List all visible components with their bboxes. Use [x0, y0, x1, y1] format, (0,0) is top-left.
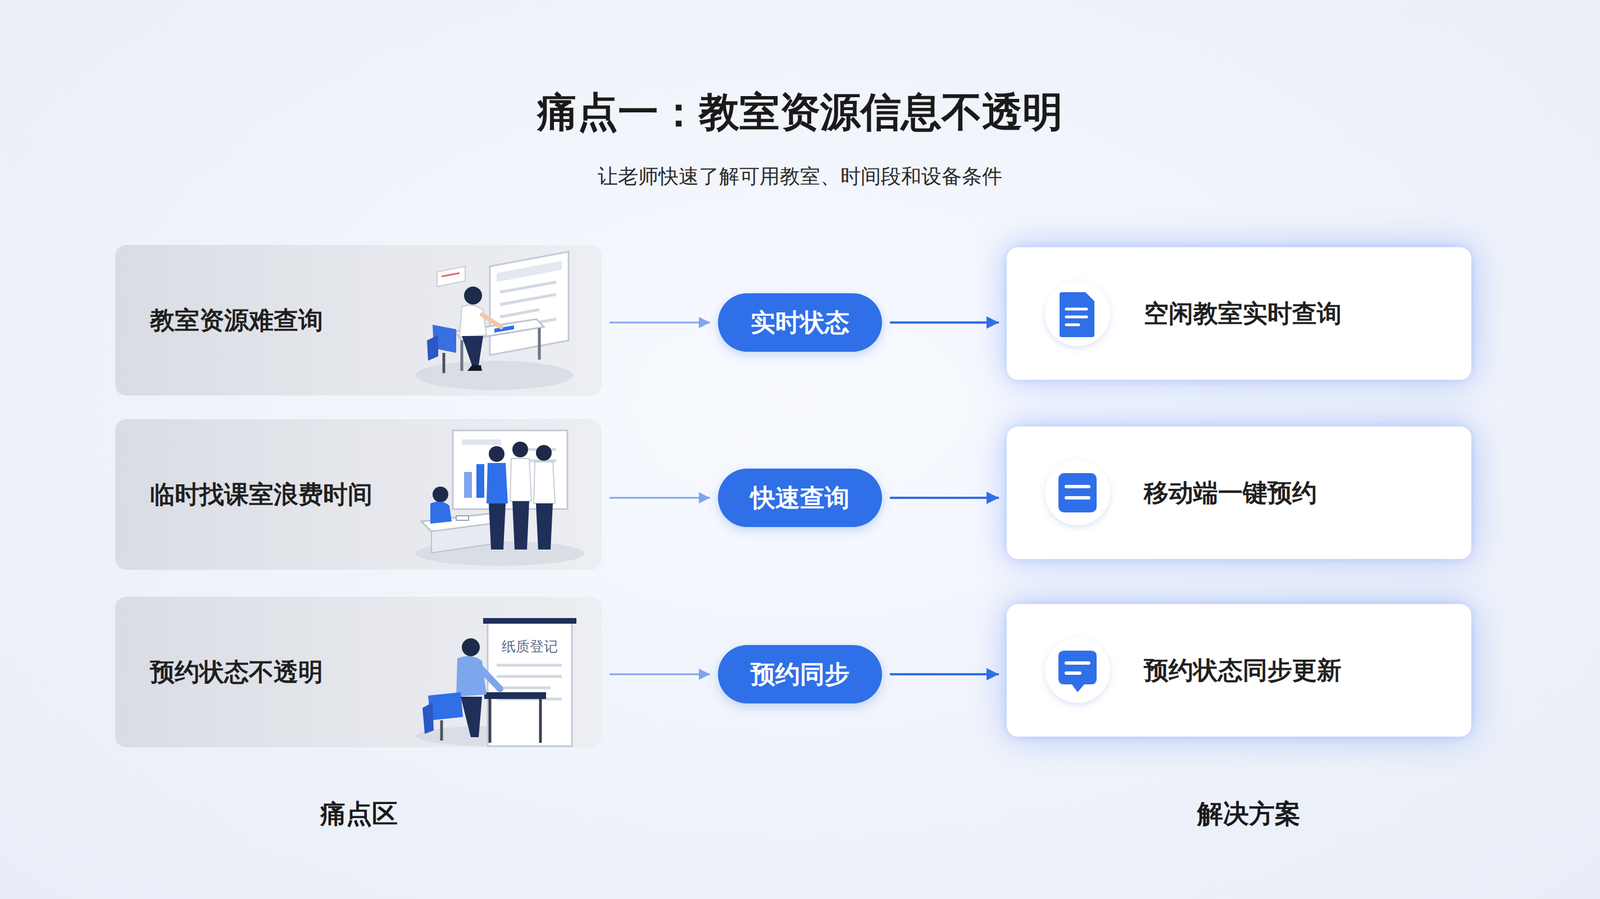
- flow-arrow: [889, 496, 999, 499]
- meeting-illustration: [415, 430, 585, 566]
- list-icon: [1044, 460, 1111, 526]
- doc-icon: [1044, 280, 1111, 347]
- section-label: 痛点区: [320, 796, 398, 832]
- node-text: 空闲教室实时查询: [1143, 297, 1342, 331]
- node-text: 快速查询: [750, 481, 850, 515]
- flow-arrow: [609, 673, 711, 676]
- flow-arrow: [609, 321, 711, 324]
- pain-point-box: 临时找课室浪费时间: [115, 419, 602, 570]
- solution-box: 移动端一键预约: [1006, 426, 1472, 559]
- flow-arrow: [889, 321, 999, 324]
- node-text: 预约状态不透明: [150, 655, 324, 689]
- pain-point-box: 预约状态不透明: [115, 596, 602, 748]
- node-text: 实时状态: [750, 306, 850, 340]
- slide-subtitle: 让老师快速了解可用教室、时间段和设备条件: [0, 162, 1600, 191]
- status-pill: 快速查询: [717, 468, 883, 527]
- board-text: 纸质登记: [501, 637, 558, 656]
- status-pill: 预约同步: [717, 644, 883, 704]
- title-text: 痛点一：教室资源信息不透明: [537, 88, 1063, 136]
- node-text: 临时找课室浪费时间: [150, 478, 373, 512]
- flow-arrow: [609, 497, 711, 499]
- solution-box: 空闲教室实时查询: [1006, 247, 1472, 380]
- node-text: 预约状态同步更新: [1143, 653, 1342, 688]
- register-illustration: [415, 617, 577, 747]
- node-text: 移动端一键预约: [1143, 476, 1317, 510]
- desk-illustration: [415, 251, 574, 390]
- status-pill: 实时状态: [717, 293, 883, 352]
- flow-arrow: [889, 673, 999, 676]
- solution-box: 预约状态同步更新: [1006, 603, 1472, 737]
- pain-point-box: 教室资源难查询: [115, 244, 602, 396]
- node-text: 预约同步: [750, 657, 850, 692]
- node-text: 教室资源难查询: [150, 303, 324, 338]
- message-icon: [1044, 637, 1111, 703]
- subtitle-text: 让老师快速了解可用教室、时间段和设备条件: [597, 164, 1003, 188]
- section-label: 解决方案: [1197, 796, 1301, 832]
- slide-title: 痛点一：教室资源信息不透明: [0, 85, 1600, 140]
